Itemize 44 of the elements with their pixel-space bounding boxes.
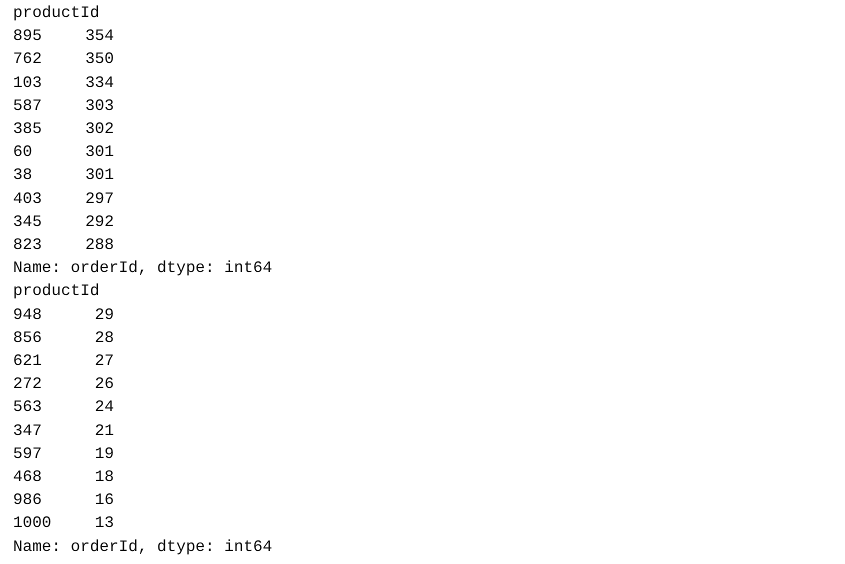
count-cell: 19 [94,444,114,464]
product-id-cell: 895 [13,26,42,46]
product-id-cell: 856 [13,328,42,348]
count-cell: 21 [94,420,114,441]
count-cell: 303 [85,96,114,116]
product-id-cell: 272 [13,374,42,394]
count-cell: 302 [85,119,114,139]
count-cell: 27 [94,351,114,371]
product-id-cell: 468 [13,467,42,487]
count-cell: 18 [94,467,114,487]
product-id-cell: 38 [13,165,32,186]
count-cell: 297 [85,188,114,209]
dtype-note: Name: orderId, dtype: int64 [13,536,272,557]
product-id-cell: 597 [13,444,42,464]
count-cell: 292 [85,212,114,232]
product-id-cell: 621 [13,351,42,371]
count-cell: 350 [85,49,114,70]
product-id-cell: 823 [13,235,42,255]
count-cell: 28 [94,328,114,348]
count-cell: 354 [85,26,114,46]
count-cell: 16 [94,490,114,510]
dtype-note: Name: orderId, dtype: int64 [13,258,272,278]
count-cell: 334 [85,72,114,93]
product-id-cell: 587 [13,96,42,116]
count-cell: 288 [85,235,114,255]
product-id-cell: 762 [13,49,42,70]
count-cell: 29 [94,304,114,325]
product-id-cell: 385 [13,119,42,139]
product-id-cell: 986 [13,490,42,510]
product-id-cell: 1000 [13,513,52,534]
product-id-cell: 948 [13,304,42,325]
column-header: productId [13,3,100,23]
count-cell: 26 [94,374,114,394]
product-id-cell: 403 [13,188,42,209]
product-id-cell: 563 [13,397,42,418]
count-cell: 24 [94,397,114,418]
product-id-cell: 103 [13,72,42,93]
product-id-cell: 345 [13,212,42,232]
count-cell: 301 [85,142,114,162]
product-id-cell: 60 [13,142,32,162]
product-id-cell: 347 [13,420,42,441]
count-cell: 13 [94,513,114,534]
count-cell: 301 [85,165,114,186]
column-header: productId [13,281,100,302]
